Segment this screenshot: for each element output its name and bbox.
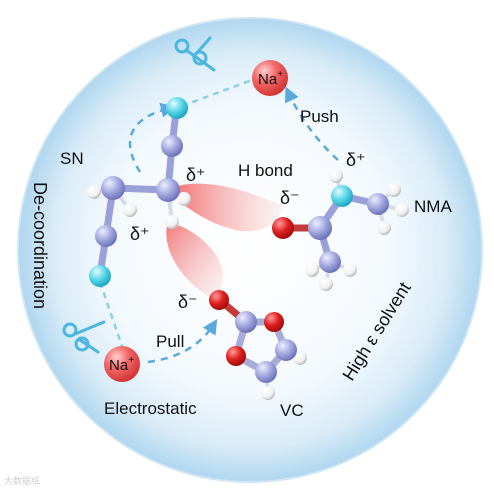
decoordination-label: De-coordination [30, 182, 50, 309]
vc-atom-h2 [261, 386, 275, 400]
sn-atom-h1 [87, 185, 101, 199]
arrows [128, 86, 339, 364]
nma-atom-h4 [377, 221, 391, 235]
nma-atom-h3 [395, 203, 409, 217]
na-ion-top: Na+ [252, 60, 288, 96]
scissors-top-icon [174, 36, 216, 72]
na-ion-bottom-label: Na+ [109, 355, 134, 374]
nma-atom-h5 [305, 263, 319, 277]
sn-atom-h2 [123, 203, 137, 217]
h-bond-label: H bond [238, 161, 293, 180]
vc-atom-o2 [226, 346, 246, 366]
na-ion-bottom: Na+ [104, 346, 140, 382]
solvation-sphere [17, 17, 483, 483]
vc-atom-c2 [275, 339, 297, 361]
delta-plus-nma: δ⁺ [346, 150, 366, 170]
push-label: Push [300, 107, 339, 126]
pull-arrow [147, 318, 218, 364]
sn-atom-h3 [177, 192, 191, 206]
delta-plus-sn-upper: δ⁺ [186, 165, 206, 185]
na-ion-bottom-sphere [104, 346, 140, 382]
sn-molecule [87, 97, 191, 287]
nma-label: NMA [414, 197, 452, 216]
nma-atom-n [331, 185, 353, 207]
nma-atom-c2 [367, 193, 389, 215]
delta-minus-vc: δ⁻ [178, 292, 198, 312]
sn-atom-c1 [101, 176, 125, 200]
sn-atom-c2 [156, 178, 180, 202]
nma-molecule [272, 169, 409, 291]
nma-atom-h2 [387, 183, 401, 197]
sn-label: SN [60, 149, 84, 168]
electrostatic-label: Electrostatic [104, 399, 197, 418]
delta-minus-nma: δ⁻ [280, 188, 300, 208]
sn-atom-c4 [95, 225, 117, 247]
push-arrow [284, 86, 339, 161]
nma-atom-o [272, 217, 294, 239]
nma-atom-h6 [343, 263, 357, 277]
vc-atom-c1 [235, 311, 257, 333]
delta-plus-sn-lower: δ⁺ [130, 224, 150, 244]
nma-atom-h7 [319, 277, 333, 291]
coordination-dashes [98, 78, 253, 353]
vc-atom-c3 [255, 361, 277, 383]
vc-label: VC [280, 401, 304, 420]
sn-atom-h4 [165, 215, 179, 229]
vc-atom-h1 [293, 351, 307, 365]
nma-atom-c3 [319, 251, 341, 273]
vc-atom-o3 [209, 290, 229, 310]
scissors-bottom-icon [62, 320, 106, 354]
h-bond-glow [178, 183, 282, 232]
sn-atom-n2 [89, 265, 111, 287]
vc-atom-o1 [264, 312, 284, 332]
nma-atom-h1 [329, 169, 343, 183]
watermark: 大数据纸 [4, 476, 41, 486]
sn-arrow-top [128, 102, 176, 173]
vc-molecule [209, 290, 307, 400]
electrostatic-glow [166, 222, 223, 298]
sn-atom-c3 [161, 135, 183, 157]
nma-atom-c1 [308, 216, 332, 240]
na-ion-top-sphere [252, 60, 288, 96]
pull-label: Pull [156, 332, 184, 351]
sn-atom-n1 [166, 97, 188, 119]
na-ion-top-label: Na+ [258, 69, 283, 88]
